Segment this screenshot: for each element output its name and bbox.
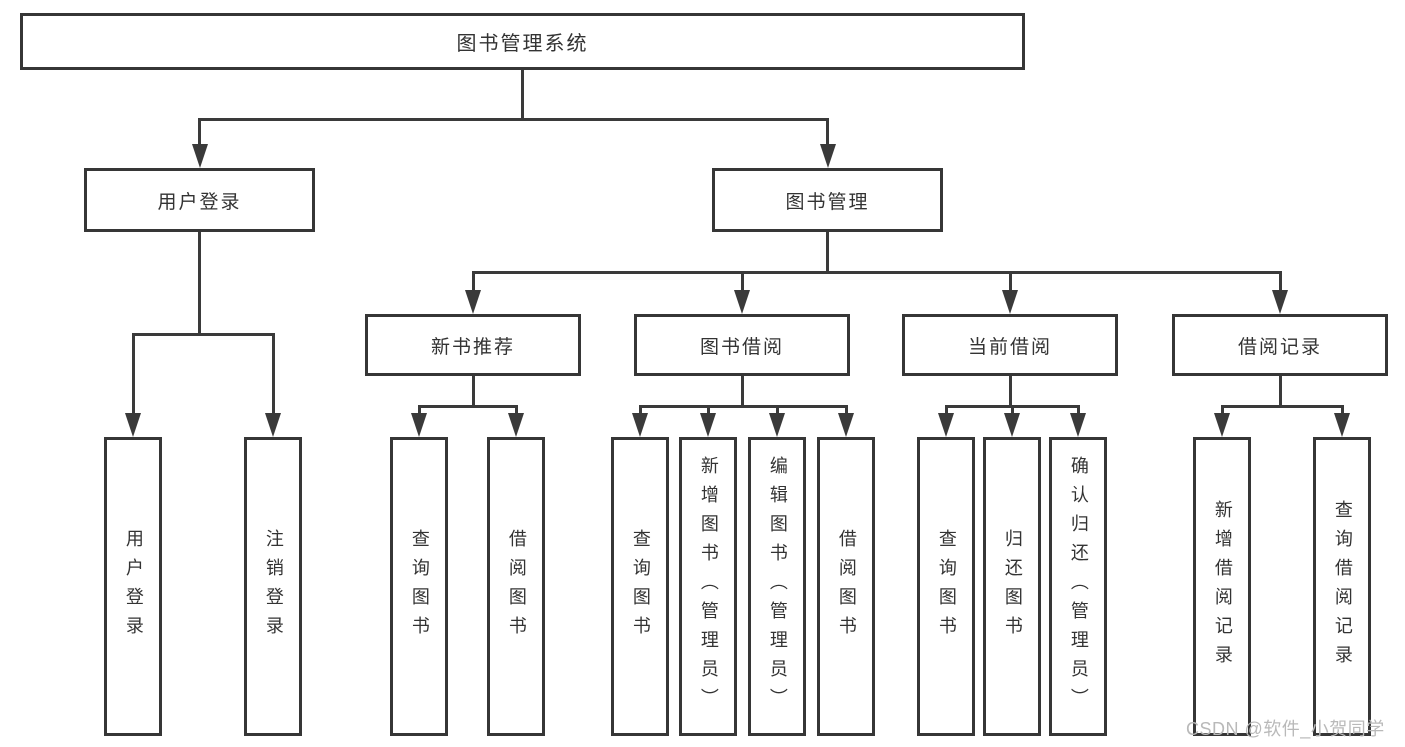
arrowhead-down-icon: [265, 413, 281, 437]
leaf-user-login: 用户登录: [104, 437, 162, 736]
edge-to-leaf-user-login: [131, 333, 135, 415]
leaf-return-book: 归还图书: [983, 437, 1041, 736]
edge-to-new-book-recommend: [471, 271, 475, 293]
leaf-user-login-label: 用户登录: [123, 528, 144, 645]
edge-borrow-records-stub: [1278, 376, 1282, 407]
leaf-logout: 注销登录: [244, 437, 302, 736]
arrowhead-down-icon: [632, 413, 648, 437]
edge-drop: [1010, 405, 1014, 419]
arrowhead-down-icon: [1334, 413, 1350, 437]
edge-current-borrow-stub: [1008, 376, 1012, 407]
arrowhead-down-icon: [838, 413, 854, 437]
edge-level3-horizontal: [471, 271, 1282, 274]
leaf-borrow-edit-admin-label: 编辑图书（管理员）: [767, 456, 788, 717]
arrowhead-down-icon: [1272, 290, 1288, 314]
leaf-query-borrow-record-label: 查询借阅记录: [1332, 499, 1353, 674]
node-user-login-label: 用户登录: [157, 191, 242, 213]
arrowhead-down-icon: [734, 290, 750, 314]
edge-drop: [638, 405, 642, 419]
edge-root-stub: [521, 70, 524, 120]
edge-level2-horizontal: [198, 118, 829, 121]
node-borrow-records-label: 借阅记录: [1237, 336, 1322, 358]
node-root-system: 图书管理系统: [20, 13, 1025, 70]
arrowhead-down-icon: [1004, 413, 1020, 437]
node-book-management: 图书管理: [712, 168, 943, 232]
arrowhead-down-icon: [700, 413, 716, 437]
edge-drop: [1220, 405, 1224, 419]
arrowhead-down-icon: [465, 290, 481, 314]
edge-drop: [514, 405, 518, 419]
leaf-borrow-book: 借阅图书: [817, 437, 875, 736]
arrowhead-down-icon: [508, 413, 524, 437]
node-root-label: 图书管理系统: [456, 33, 589, 55]
leaf-newbook-query: 查询图书: [390, 437, 448, 736]
node-borrow-records: 借阅记录: [1172, 314, 1388, 376]
leaf-borrow-edit-admin: 编辑图书（管理员）: [748, 437, 806, 736]
arrowhead-down-icon: [191, 144, 208, 168]
leaf-current-query-label: 查询图书: [936, 528, 957, 645]
edge-to-book-borrow: [740, 271, 744, 293]
node-book-borrow-label: 图书借阅: [699, 336, 784, 358]
leaf-logout-label: 注销登录: [263, 528, 284, 645]
arrowhead-down-icon: [1070, 413, 1086, 437]
leaf-query-borrow-record: 查询借阅记录: [1313, 437, 1371, 736]
leaf-borrow-query-label: 查询图书: [630, 528, 651, 645]
edge-drop: [706, 405, 710, 419]
leaf-borrow-add-admin: 新增图书（管理员）: [679, 437, 737, 736]
node-user-login: 用户登录: [84, 168, 315, 232]
leaf-add-borrow-record-label: 新增借阅记录: [1212, 499, 1233, 674]
node-new-book-recommend: 新书推荐: [365, 314, 581, 376]
edge-new-book-horizontal: [417, 405, 518, 408]
edge-to-borrow-records: [1278, 271, 1282, 293]
edge-drop: [1076, 405, 1080, 419]
edge-drop: [944, 405, 948, 419]
leaf-return-book-label: 归还图书: [1002, 528, 1023, 645]
leaf-current-query: 查询图书: [917, 437, 975, 736]
edge-borrow-records-horizontal: [1220, 405, 1342, 408]
leaf-add-borrow-record: 新增借阅记录: [1193, 437, 1251, 736]
node-book-borrow: 图书借阅: [634, 314, 850, 376]
edge-drop: [775, 405, 779, 419]
node-current-borrow-label: 当前借阅: [967, 336, 1052, 358]
leaf-borrow-book-label: 借阅图书: [836, 528, 857, 645]
node-book-management-label: 图书管理: [785, 191, 870, 213]
edge-drop: [1340, 405, 1344, 419]
arrowhead-down-icon: [819, 144, 836, 168]
edge-to-user-login: [198, 118, 201, 148]
edge-book-borrow-stub: [740, 376, 744, 407]
edge-to-current-borrow: [1008, 271, 1012, 293]
arrowhead-down-icon: [769, 413, 785, 437]
leaf-borrow-add-admin-label: 新增图书（管理员）: [698, 456, 719, 717]
edge-book-borrow-horizontal: [638, 405, 847, 408]
node-new-book-recommend-label: 新书推荐: [430, 336, 515, 358]
edge-book-management-stub: [826, 232, 829, 274]
edge-to-leaf-logout: [271, 333, 275, 415]
arrowhead-down-icon: [1214, 413, 1230, 437]
node-current-borrow: 当前借阅: [902, 314, 1118, 376]
arrowhead-down-icon: [411, 413, 427, 437]
leaf-newbook-borrow-label: 借阅图书: [506, 528, 527, 645]
edge-user-login-stub: [198, 232, 201, 335]
edge-to-book-management: [826, 118, 829, 148]
edge-new-book-stub: [471, 376, 475, 407]
csdn-watermark: CSDN @软件_小贺同学: [1186, 719, 1385, 739]
leaf-newbook-query-label: 查询图书: [409, 528, 430, 645]
edge-user-login-horizontal: [131, 333, 275, 336]
leaf-borrow-query: 查询图书: [611, 437, 669, 736]
arrowhead-down-icon: [1002, 290, 1018, 314]
edge-drop: [417, 405, 421, 419]
leaf-newbook-borrow: 借阅图书: [487, 437, 545, 736]
arrowhead-down-icon: [938, 413, 954, 437]
leaf-confirm-return-admin: 确认归还（管理员）: [1049, 437, 1107, 736]
arrowhead-down-icon: [125, 413, 141, 437]
leaf-confirm-return-admin-label: 确认归还（管理员）: [1068, 456, 1089, 717]
edge-drop: [844, 405, 848, 419]
